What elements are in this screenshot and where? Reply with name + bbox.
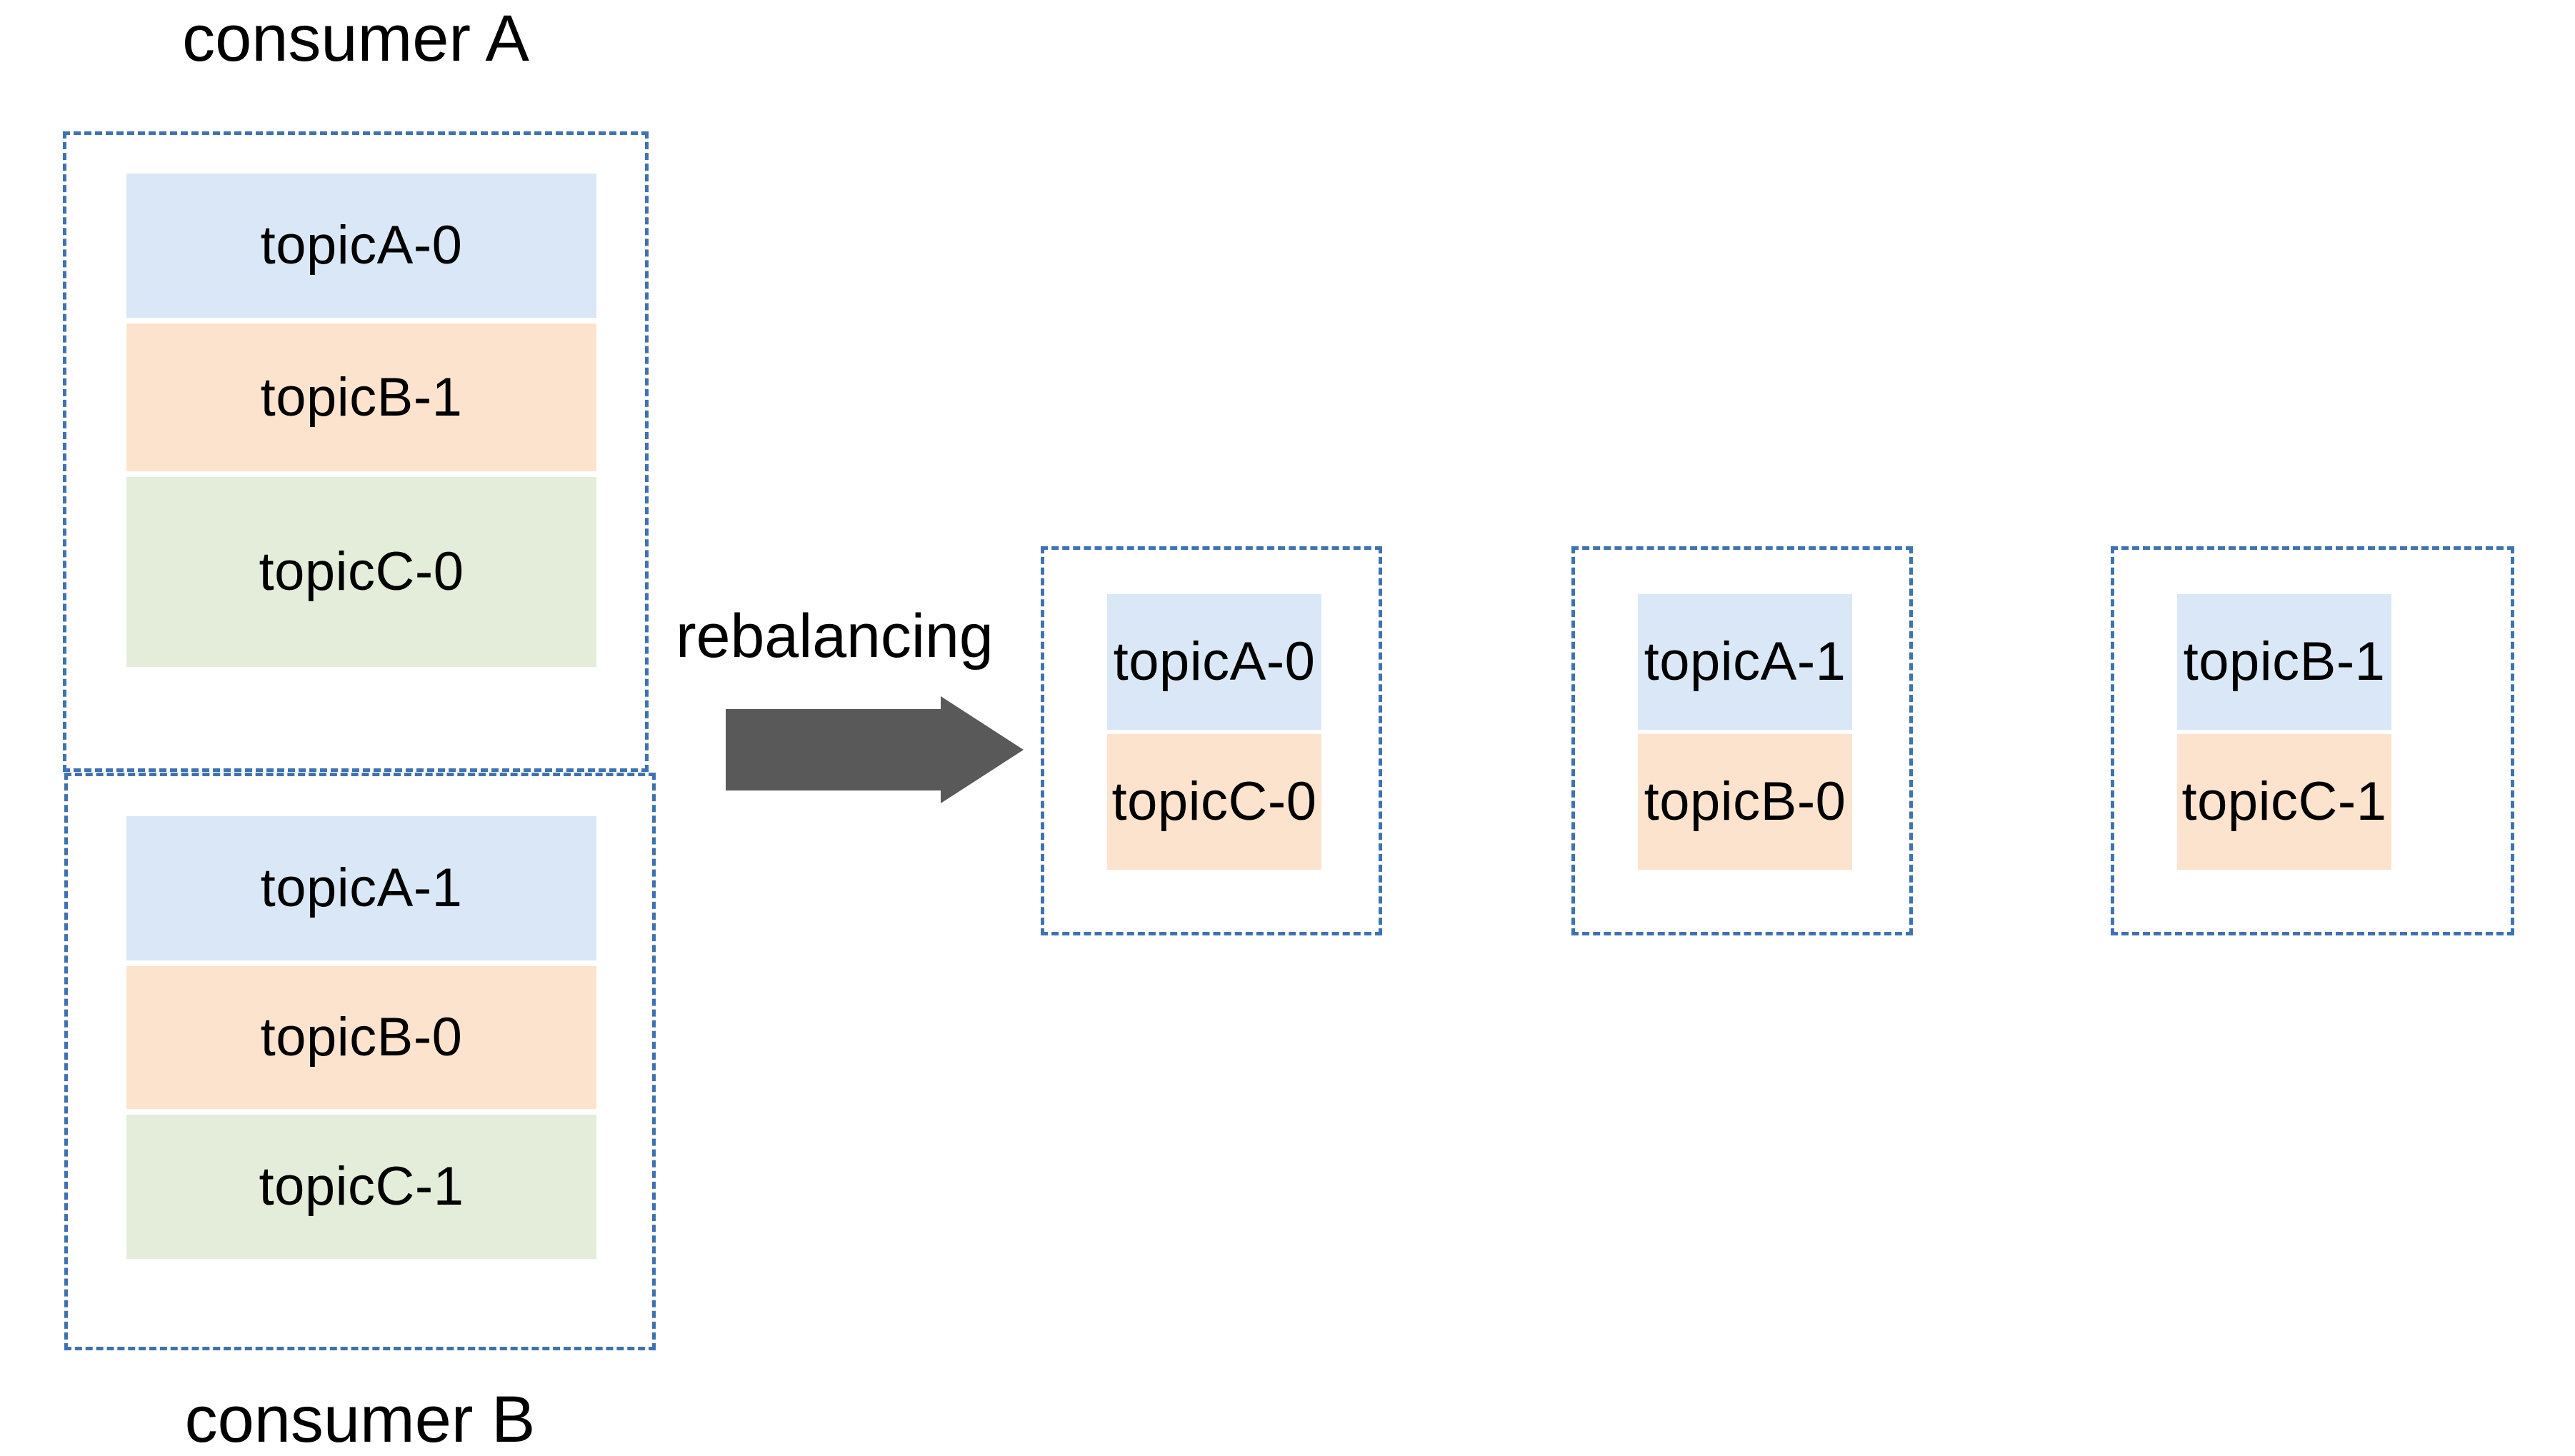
- right-arrow-icon: [723, 696, 1026, 803]
- partition-block[interactable]: topicC-0: [126, 477, 596, 667]
- consumer-b-label: consumer B: [184, 1383, 536, 1456]
- partition-block[interactable]: topicA-1: [126, 816, 596, 960]
- partition-block[interactable]: topicB-0: [1638, 734, 1852, 870]
- partition-block[interactable]: topicA-0: [1107, 594, 1321, 730]
- consumer-b-group[interactable]: topicA-1 topicB-0 topicC-1: [64, 773, 656, 1350]
- rebalancing-label: rebalancing: [676, 602, 994, 671]
- consumer-a-label: consumer A: [182, 2, 529, 75]
- partition-block[interactable]: topicB-1: [2177, 594, 2391, 730]
- partition-block[interactable]: topicC-0: [1107, 734, 1321, 870]
- partition-block[interactable]: topicA-0: [126, 174, 596, 318]
- partition-block[interactable]: topicC-1: [2177, 734, 2391, 870]
- rebalanced-group-2[interactable]: topicA-1 topicB-0: [1571, 546, 1913, 935]
- partition-block[interactable]: topicA-1: [1638, 594, 1852, 730]
- consumer-a-group[interactable]: topicA-0 topicB-1 topicC-0: [63, 131, 649, 772]
- rebalanced-group-1[interactable]: topicA-0 topicC-0: [1041, 546, 1382, 935]
- rebalanced-group-3[interactable]: topicB-1 topicC-1: [2111, 546, 2514, 935]
- partition-block[interactable]: topicB-1: [126, 323, 596, 471]
- partition-block[interactable]: topicC-1: [126, 1115, 596, 1259]
- partition-block[interactable]: topicB-0: [126, 966, 596, 1109]
